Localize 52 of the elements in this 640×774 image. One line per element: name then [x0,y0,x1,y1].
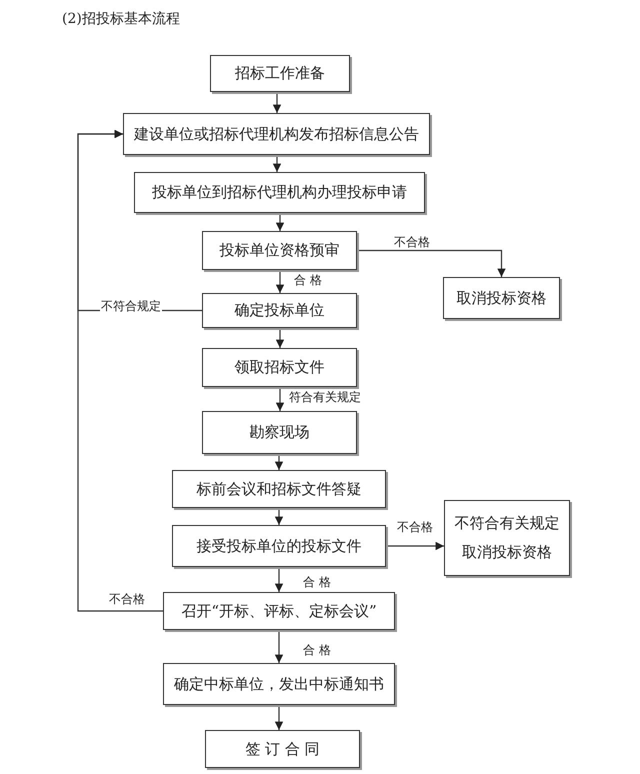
arrow [77,130,163,612]
process-box [202,411,357,454]
edge-label: 合 格 [293,273,323,287]
edge-label: 合 格 [302,643,332,657]
arrow [386,542,444,550]
process-box [163,592,395,630]
edge-label: 合 格 [302,575,332,589]
arrow [357,250,506,277]
process-box [202,348,357,387]
box-text: 投标单位到招标代理机构办理投标申请 [152,183,407,202]
arrow [272,92,282,113]
edge-label: 不合格 [393,235,431,249]
process-box [172,525,386,567]
box-text: 取消投标资格 [456,288,546,308]
arrow [274,630,284,663]
box-text: 招标工作准备 [235,64,325,83]
arrow [274,508,284,525]
box-text: 取消投标资格 [462,543,552,562]
edge-label: 不合格 [396,520,434,534]
edge-label: 不合格 [108,592,146,606]
edge-label: 不符合规定 [100,299,162,313]
box-text: 不符合有关规定 [454,514,560,533]
process-box [444,500,570,576]
title: (2)招投标基本流程 [62,10,180,28]
process-box [443,277,560,319]
arrow [276,387,284,411]
arrow [274,705,284,730]
box-text: 签 订 合 同 [245,740,320,758]
box-text: 领取招标文件 [234,358,324,377]
arrow [276,213,284,231]
process-box [172,470,386,508]
arrow [274,567,284,592]
box-text: 投标单位资格预审 [220,241,340,260]
box-text: 标前会议和招标文件答疑 [196,480,362,498]
box-text: 召开“开标、评标、定标会议” [181,602,377,620]
process-box [123,113,430,155]
process-box [210,55,350,92]
process-box [202,293,357,328]
arrow [276,328,284,348]
process-box [205,730,360,768]
box-text: 确定中标单位，发出中标通知书 [174,674,384,694]
box-text: 接受投标单位的投标文件 [196,536,362,556]
process-box [134,172,425,213]
arrow [276,270,284,293]
edge-label: 符合有关规定 [288,390,362,404]
arrow [272,155,282,172]
box-text: 勘察现场 [250,423,310,442]
arrow [274,454,284,470]
process-box [163,663,395,705]
process-box [202,231,357,270]
box-text: 确定投标单位 [234,301,324,320]
box-text: 建设单位或招标代理机构发布招标信息公告 [134,124,419,144]
